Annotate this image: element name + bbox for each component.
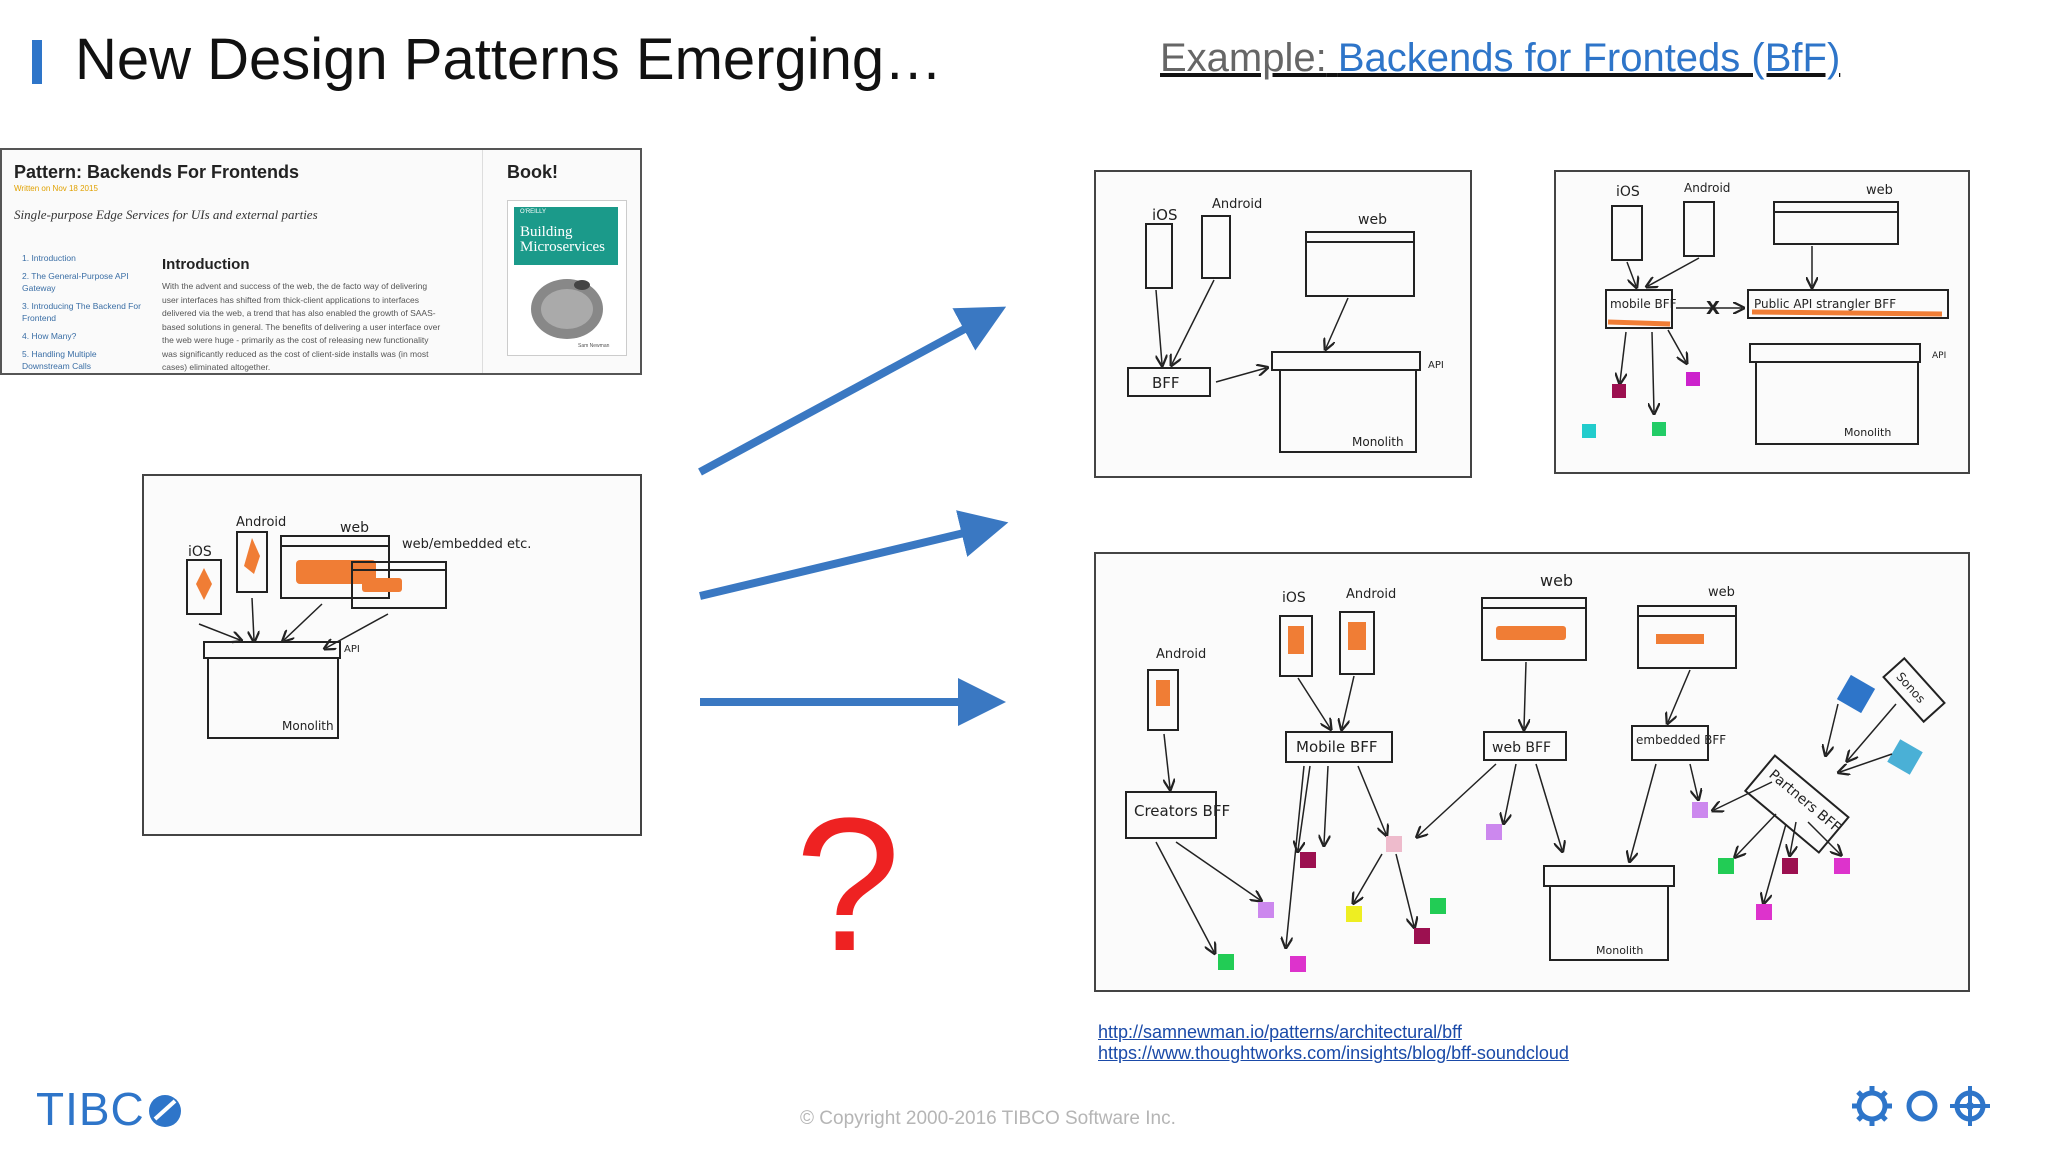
example-link[interactable]: Backends for Fronteds (BfF): [1337, 36, 1841, 80]
monolith-box: [1279, 369, 1417, 453]
label-api: API: [1932, 351, 1946, 361]
label-monolith: Monolith: [1844, 426, 1891, 439]
tibco-logo-text: TIBC: [36, 1083, 145, 1135]
strangler-bff-sketch: iOS Android web mobile BFF X Public API …: [1554, 170, 1970, 474]
arrow-mid: [699, 510, 1009, 600]
toc-item[interactable]: 3. Introducing The Backend For Frontend: [22, 301, 141, 323]
book-title: Building Microservices: [520, 224, 605, 255]
bff-box: [1127, 367, 1211, 397]
strangler-diagram: iOS Android web mobile BFF X Public API …: [1582, 181, 1949, 445]
web-browser: [280, 535, 390, 599]
full-bff-diagram: Partners BFF Sonos: [1125, 571, 1946, 972]
blog-screenshot: Pattern: Backends For Frontends Written …: [0, 148, 642, 375]
title-accent-bar: [32, 40, 42, 84]
blog-divider: [482, 150, 483, 373]
book-author: Sam Newman: [578, 343, 610, 349]
blog-date: Written on Nov 18 2015: [14, 184, 98, 193]
simple-bff-sketch: iOS Android web BFF API Monolith: [1094, 170, 1472, 478]
monolith-box: [207, 657, 339, 739]
simple-bff-diagram: iOS Android web BFF API Monolith: [1127, 197, 1444, 453]
label-sonos: Sonos: [1893, 670, 1928, 706]
toc-item[interactable]: 1. Introduction: [22, 253, 76, 263]
label-x: X: [1706, 298, 1720, 319]
full-bff-sketch: Partners BFF Sonos: [1094, 552, 1970, 992]
question-mark: ?: [795, 779, 901, 991]
book-cover[interactable]: O'REILLY Building Microservices Sam Newm…: [507, 200, 627, 356]
label-partners-bff: Partners BFF: [1766, 767, 1844, 836]
label-web: web: [340, 520, 369, 536]
example-prefix: Example:: [1160, 36, 1327, 80]
link-thoughtworks[interactable]: https://www.thoughtworks.com/insights/bl…: [1098, 1043, 1569, 1063]
book-publisher: O'REILLY: [520, 209, 547, 215]
tibco-logo: TIBC: [36, 1082, 185, 1136]
blog-intro-heading: Introduction: [162, 256, 250, 273]
android-device: [236, 531, 268, 593]
label-web-bff: web BFF: [1492, 740, 1551, 756]
label-web: web: [1866, 183, 1893, 198]
label-monolith: Monolith: [1596, 944, 1643, 957]
tibco-logo-o-icon: [148, 1095, 181, 1127]
label-android: Android: [1684, 181, 1730, 195]
blog-subtitle: Single-purpose Edge Services for UIs and…: [14, 207, 318, 222]
label-ios: iOS: [188, 544, 212, 560]
label-ios: iOS: [1282, 590, 1306, 606]
label-android: Android: [1212, 197, 1262, 212]
label-android: Android: [236, 515, 286, 530]
blog-intro-body: With the advent and success of the web, …: [162, 281, 441, 372]
ios-device: [186, 559, 222, 615]
toc-item[interactable]: 5. Handling Multiple Downstream Calls: [22, 349, 97, 371]
label-api: API: [1428, 360, 1444, 371]
label-web: web: [1540, 571, 1573, 590]
label-ios: iOS: [1616, 184, 1640, 200]
link-samnewman[interactable]: http://samnewman.io/patterns/architectur…: [1098, 1022, 1462, 1042]
circle-icon: [1906, 1090, 1938, 1122]
label-mobile-bff: Mobile BFF: [1296, 738, 1378, 756]
book-cover-illustration: [531, 279, 603, 339]
embedded-browser: [351, 561, 447, 609]
label-monolith: Monolith: [1352, 435, 1404, 449]
label-api: API: [344, 644, 360, 655]
monolith-sketch: iOS Android web web/embedded etc. API Mo…: [142, 474, 642, 836]
label-embedded: web/embedded etc.: [402, 537, 531, 552]
blog-book-heading: Book!: [507, 162, 558, 182]
toc-item[interactable]: 2. The General-Purpose API Gateway: [22, 271, 129, 293]
label-android-left: Android: [1156, 647, 1206, 662]
reference-links: http://samnewman.io/patterns/architectur…: [1098, 1022, 1569, 1064]
arrow-up: [698, 306, 1007, 476]
label-creators-bff: Creators BFF: [1134, 802, 1230, 820]
label-embedded-bff: embedded BFF: [1636, 733, 1726, 747]
label-mobile-bff: mobile BFF: [1610, 297, 1677, 311]
footer-icons: [1852, 1086, 1990, 1126]
label-monolith: Monolith: [282, 719, 334, 733]
book-cover-band: [514, 207, 618, 265]
monolith-diagram: iOS Android web web/embedded etc. API Mo…: [186, 515, 531, 739]
toc-item[interactable]: 4. How Many?: [22, 331, 77, 341]
gear-icon: [1852, 1086, 1892, 1126]
label-android: Android: [1346, 587, 1396, 602]
blog-title: Pattern: Backends For Frontends: [14, 162, 300, 182]
label-bff: BFF: [1152, 374, 1180, 392]
slide-title: New Design Patterns Emerging…: [75, 27, 943, 92]
label-web: web: [1358, 212, 1387, 228]
label-ios: iOS: [1152, 206, 1178, 224]
transition-arrows: [698, 306, 1009, 726]
example-heading[interactable]: Example: Backends for Fronteds (BfF): [1160, 36, 1840, 81]
blog-toc: 1. Introduction 2. The General-Purpose A…: [22, 252, 142, 378]
target-icon: [1950, 1086, 1990, 1126]
label-public-api: Public API strangler BFF: [1754, 297, 1896, 311]
copyright: © Copyright 2000-2016 TIBCO Software Inc…: [800, 1108, 1176, 1129]
label-web-embedded: web: [1708, 585, 1735, 600]
